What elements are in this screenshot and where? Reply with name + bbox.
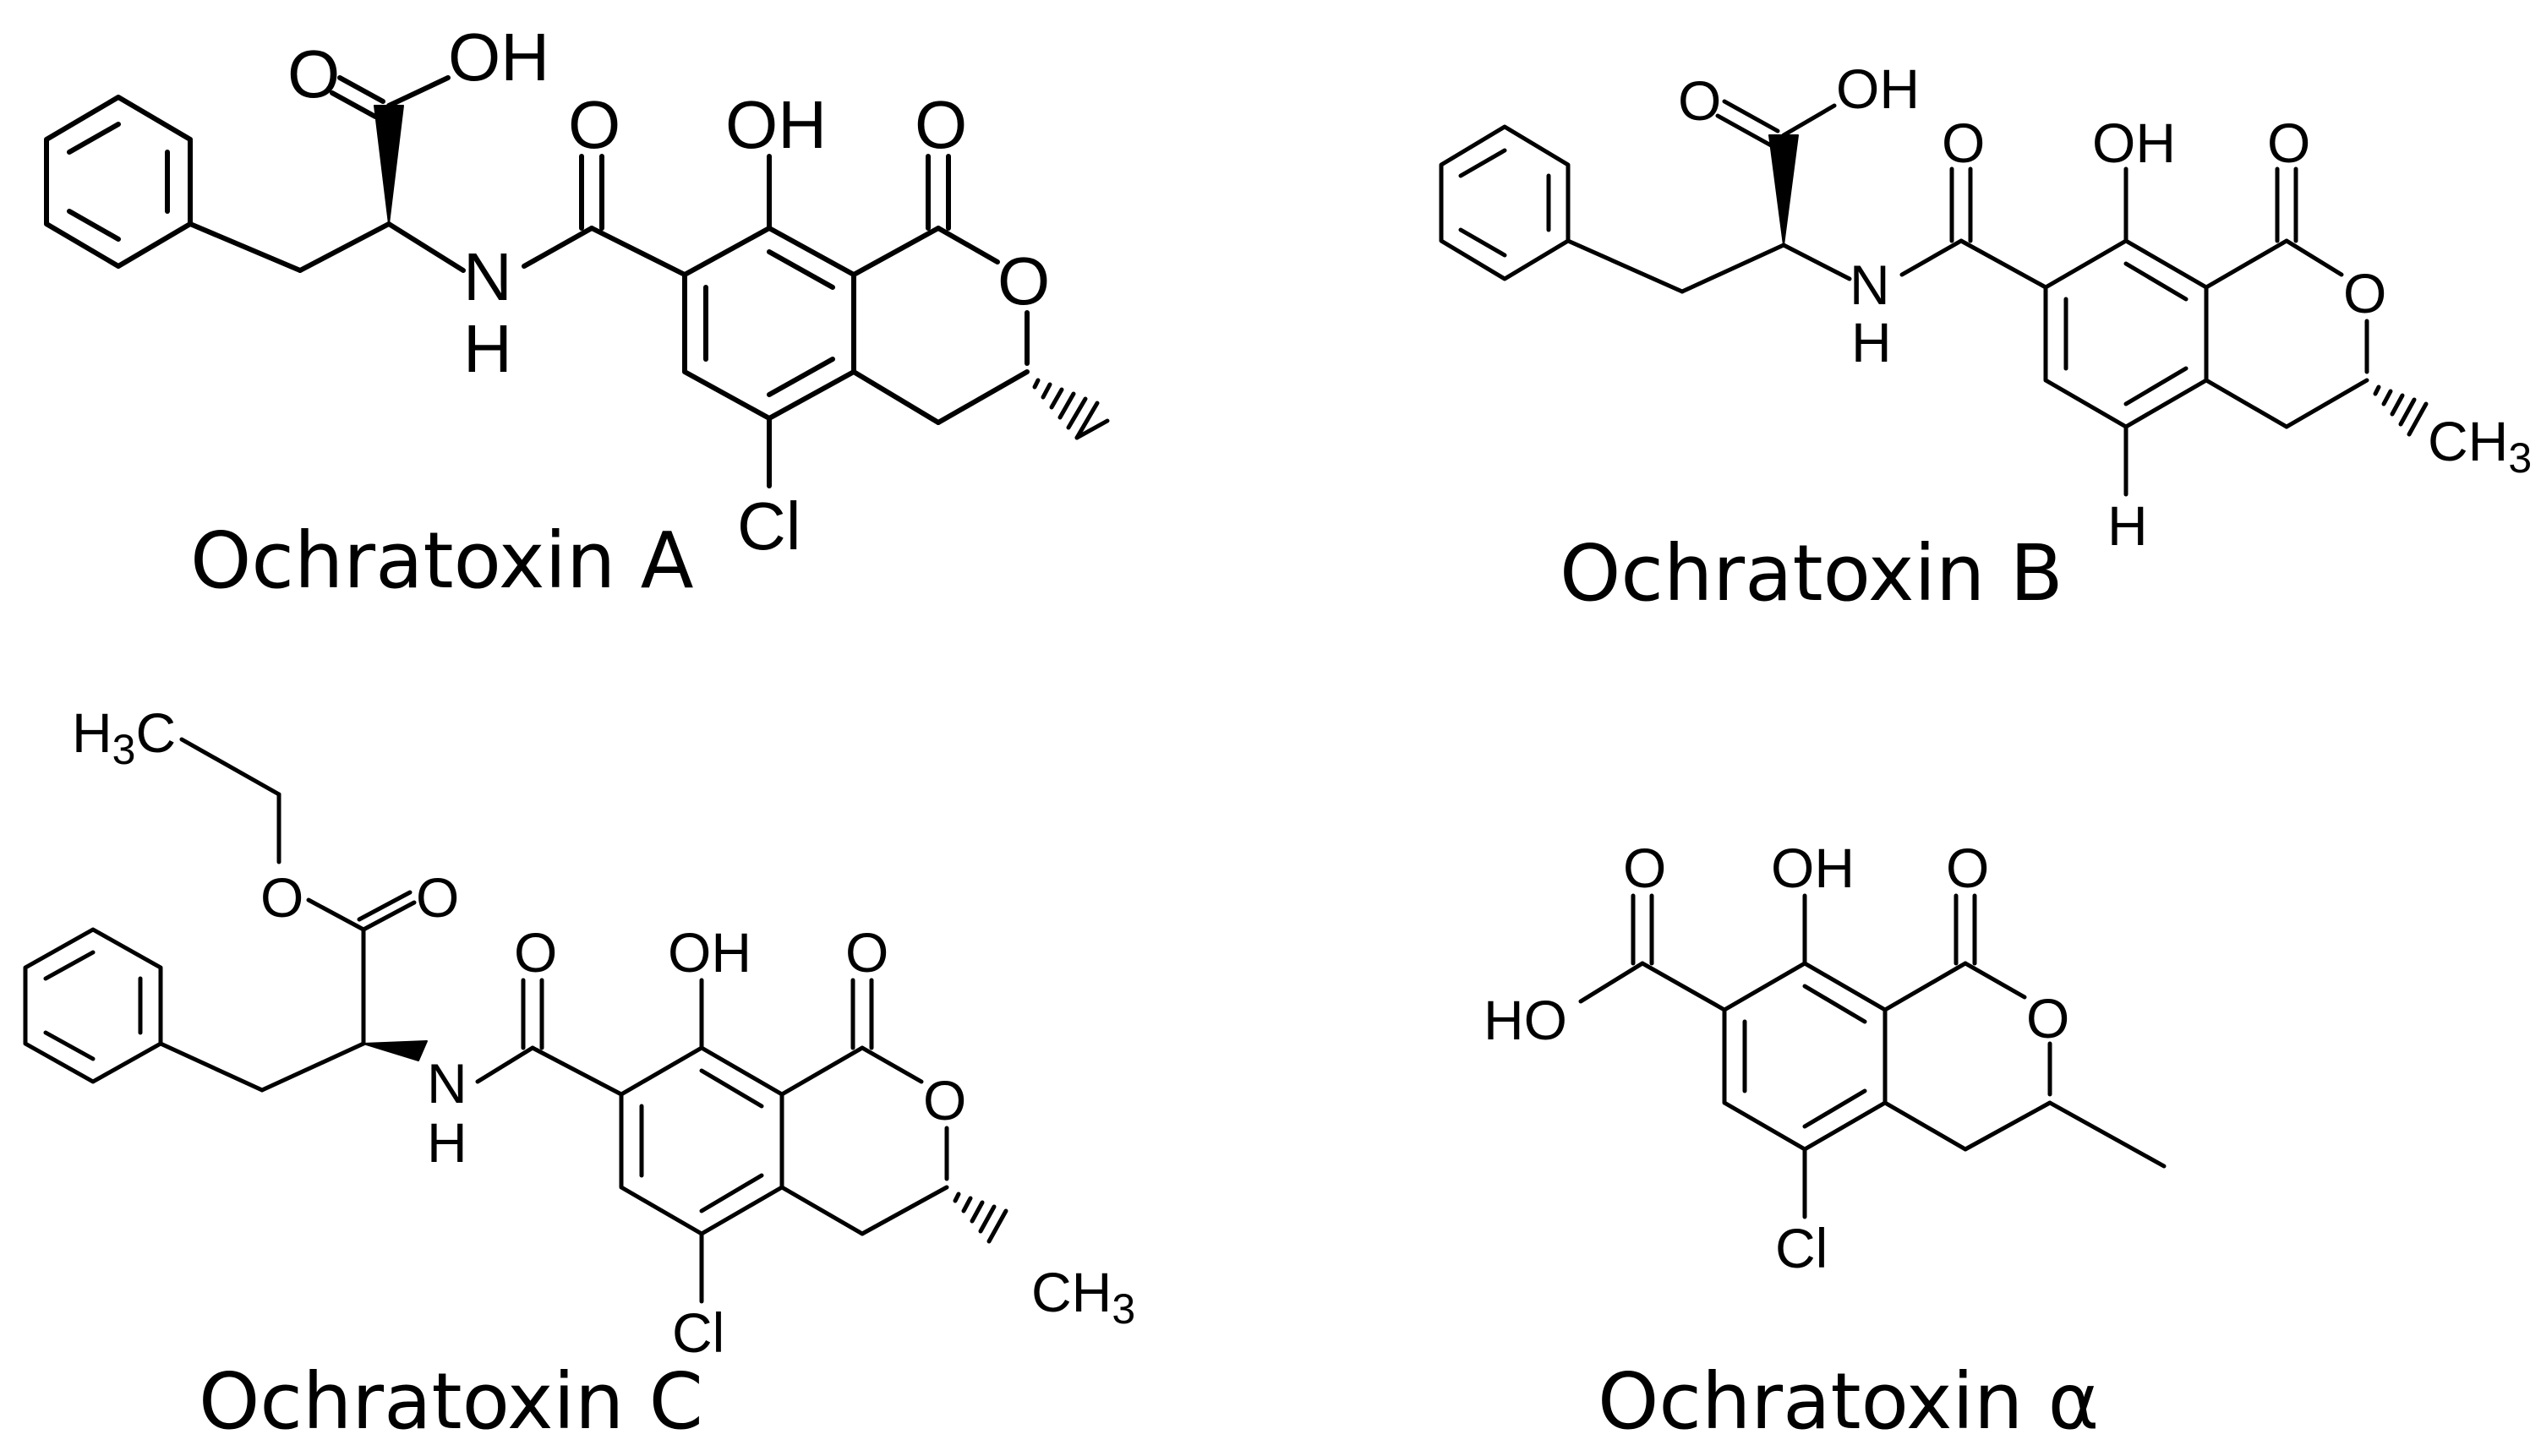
ochratoxin-b-aromatic-h: H [2107, 494, 2148, 557]
ochratoxin-b-lactone-carbonyl-o: O [2267, 112, 2310, 174]
ochratoxin-a-chlorine: Cl [737, 488, 801, 564]
ochratoxin-a-lactone-carbonyl-o: O [915, 87, 967, 162]
ochratoxin-b-ring-o: O [2343, 262, 2386, 324]
ochratoxin-c-lactone-carbonyl-o: O [845, 921, 888, 984]
ochratoxin-alpha-acid-carbonyl-o: O [1623, 837, 1666, 899]
ochratoxin-c-amide-n: N [427, 1052, 467, 1115]
ochratoxin-c-methyl: CH3 [1031, 1261, 1135, 1333]
ochratoxin-c-ring-o: O [923, 1069, 966, 1132]
ochratoxin-b-amide-o: O [1942, 112, 1985, 174]
ochratoxin-b-acid-carbonyl-o: O [1678, 69, 1721, 132]
ochratoxin-c-amide-o: O [514, 921, 557, 984]
ochratoxin-b-acid-oh: OH [1836, 57, 1920, 120]
ochratoxin-c-ester-o: O [260, 866, 303, 929]
ochratoxin-a-structure: O OH N H O OH O O Cl [44, 19, 1110, 564]
ochratoxin-c-structure: H3C O O N H O OH O O Cl CH3 [23, 701, 1135, 1364]
ochratoxin-a-amide-o: O [568, 87, 620, 162]
ochratoxin-a-acid-oh: OH [448, 19, 549, 95]
ochratoxin-alpha-phenol-oh: OH [1771, 837, 1855, 899]
ochratoxin-b-phenol-oh: OH [2092, 112, 2176, 174]
ochratoxin-alpha-ring-o: O [2026, 987, 2069, 1050]
ochratoxin-c-amide-h: H [427, 1111, 467, 1174]
ochratoxin-a-acid-carbonyl-o: O [287, 36, 340, 112]
ochratoxin-b-amide-n: N [1850, 254, 1890, 316]
ochratoxin-c-caption: Ochratoxin C [199, 1356, 703, 1447]
ochratoxin-a-phenol-oh: OH [725, 87, 827, 162]
ochratoxin-alpha-lactone-carbonyl-o: O [1946, 837, 1989, 899]
ochratoxin-a-amide-h: H [463, 311, 512, 386]
ochratoxin-a-caption: Ochratoxin A [190, 515, 694, 606]
ochratoxin-alpha-structure: O HO OH O O Cl [1484, 837, 2167, 1279]
ochratoxin-alpha-caption: Ochratoxin α [1598, 1356, 2099, 1447]
ochratoxin-b-structure: O OH N H O OH O O H CH3 [1439, 57, 2532, 557]
ochratoxin-alpha-acid-ho: HO [1484, 989, 1567, 1051]
ochratoxin-b-amide-h: H [1851, 311, 1892, 374]
ochratoxin-c-chlorine: Cl [672, 1301, 724, 1364]
ochratoxin-c-ester-carbonyl-o: O [416, 866, 459, 929]
ochratoxin-c-ethyl-h: H3C [72, 701, 176, 773]
ochratoxin-a-amide-n: N [463, 239, 512, 314]
ochratoxin-c-phenol-oh: OH [668, 921, 751, 984]
ochratoxin-b-methyl: CH3 [2428, 410, 2532, 482]
ochratoxin-alpha-chlorine: Cl [1775, 1217, 1828, 1279]
ochratoxin-a-ring-o: O [997, 243, 1050, 319]
ochratoxin-b-caption: Ochratoxin B [1560, 528, 2063, 619]
